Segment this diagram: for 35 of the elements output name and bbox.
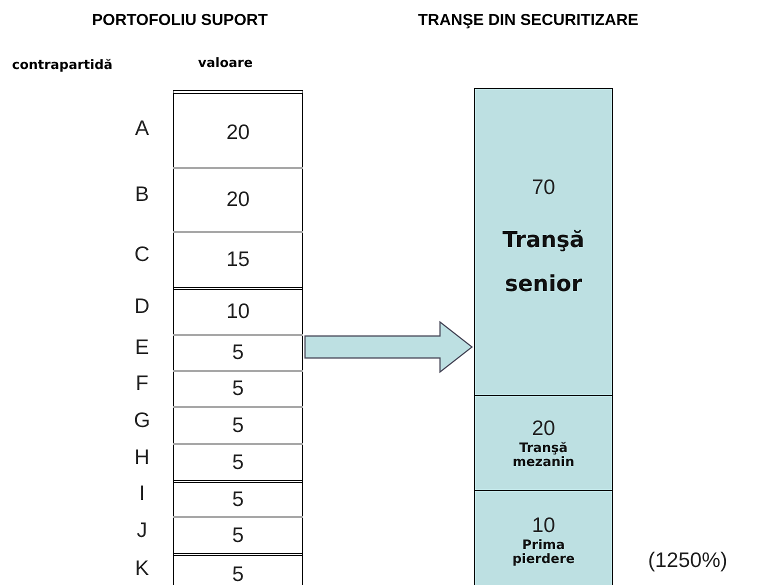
exposure-value: 20 [226, 188, 250, 212]
tranche-amount: 10 [532, 514, 556, 538]
counterparty-letter: K [134, 557, 150, 581]
counterparty-letter: G [132, 408, 152, 432]
counterparty-letter: C [133, 243, 151, 267]
exposure-value: 20 [226, 120, 250, 144]
block-arrow [304, 320, 473, 374]
exposure-value: 5 [232, 562, 244, 585]
counterparty-letter: D [133, 294, 151, 318]
risk-weight-label: (1250%) [648, 549, 728, 573]
exposure-value: 10 [226, 300, 250, 324]
portfolio-column [173, 90, 303, 585]
exposure-value: 15 [226, 248, 250, 272]
exposure-value: 5 [232, 414, 244, 438]
tranche-name: Tranşă mezanin [512, 442, 576, 470]
counterparty-letter: J [136, 518, 148, 542]
counterparty-letter: H [133, 446, 151, 470]
exposure-value: 5 [232, 450, 244, 474]
column-heading: valoare [198, 56, 253, 71]
counterparty-letter: A [134, 116, 150, 140]
counterparty-letter: I [138, 482, 146, 506]
exposure-value: 5 [232, 524, 244, 548]
tranche-amount: 20 [532, 416, 556, 440]
exposure-value: 5 [232, 341, 244, 365]
tranche-amount: 70 [532, 176, 556, 200]
counterparty-letter: B [134, 183, 150, 207]
tranche-name: Tranşă senior [502, 227, 586, 300]
section-heading: PORTOFOLIU SUPORT [92, 12, 268, 30]
tranche-name: Prima pierdere [511, 539, 576, 567]
section-heading: TRANŞE DIN SECURITIZARE [418, 12, 638, 30]
counterparty-letter: F [134, 372, 150, 396]
counterparty-letter: E [134, 336, 150, 360]
exposure-value: 5 [232, 488, 244, 512]
exposure-value: 5 [232, 377, 244, 401]
column-heading: contrapartidă [12, 58, 113, 73]
